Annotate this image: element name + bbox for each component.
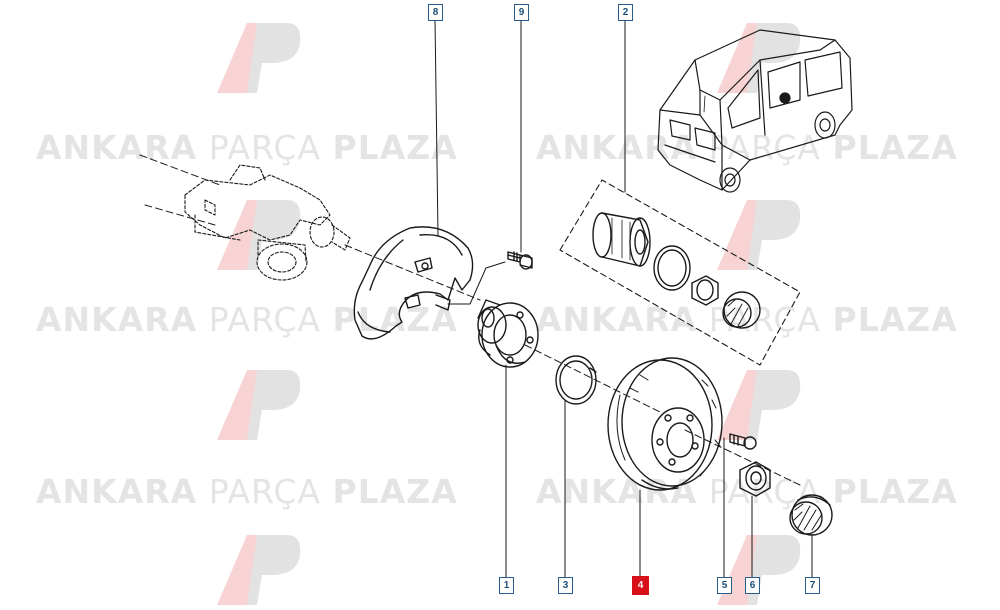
watermark-word-1: ANKARA [36,128,198,167]
part-4-brake-disc [607,357,723,491]
part-9-bolt [507,251,533,270]
watermark-word-2: PARÇA [208,300,322,339]
part-1-wheel-hub [477,299,539,368]
watermark-word-3: PLAZA [832,300,958,339]
callout-5[interactable]: 5 [717,577,732,594]
part-7-dust-cap [789,494,833,536]
callout-1[interactable]: 1 [499,577,514,594]
watermark-word-3: PLAZA [832,128,958,167]
watermark-text: ANKARA PARÇA PLAZA [36,472,458,511]
watermark-word-2: PARÇA [208,472,322,511]
watermark-word-3: PLAZA [832,472,958,511]
watermark-text: ANKARA PARÇA PLAZA [536,300,958,339]
callout-2[interactable]: 2 [618,4,633,21]
watermark-text: ANKARA PARÇA PLAZA [36,128,458,167]
callout-6[interactable]: 6 [745,577,760,594]
watermark-logo [217,200,301,270]
watermark-word-1: ANKARA [36,300,198,339]
callout-8[interactable]: 8 [428,4,443,21]
watermark-text: ANKARA PARÇA PLAZA [536,128,958,167]
watermark-word-3: PLAZA [332,472,458,511]
callout-3[interactable]: 3 [558,577,573,594]
watermark-word-1: ANKARA [536,128,698,167]
watermark-text: ANKARA PARÇA PLAZA [36,300,458,339]
watermark-logo [717,200,801,270]
part-5-bolt [729,433,757,450]
leader-lines [434,18,813,578]
watermark-word-1: ANKARA [536,300,698,339]
part-3-circlip [555,355,597,405]
callout-4-highlighted[interactable]: 4 [632,576,649,595]
watermark-logo [717,370,801,440]
watermark-word-3: PLAZA [332,128,458,167]
van-illustration [657,29,853,193]
watermark-logo [217,535,301,605]
part-2-bearing-kit [559,179,801,366]
axle-axis-lines [139,154,801,486]
axle-knuckle-housing [184,164,351,281]
watermark-word-1: ANKARA [36,472,198,511]
part-6-hub-nut [739,461,771,497]
watermark-word-2: PARÇA [208,128,322,167]
part-8-splash-shield [353,226,474,340]
watermark-logo [217,370,301,440]
watermark-logo [217,23,301,93]
callout-7[interactable]: 7 [805,577,820,594]
callout-9[interactable]: 9 [514,4,529,21]
watermark-word-3: PLAZA [332,300,458,339]
watermark-word-1: ANKARA [536,472,698,511]
